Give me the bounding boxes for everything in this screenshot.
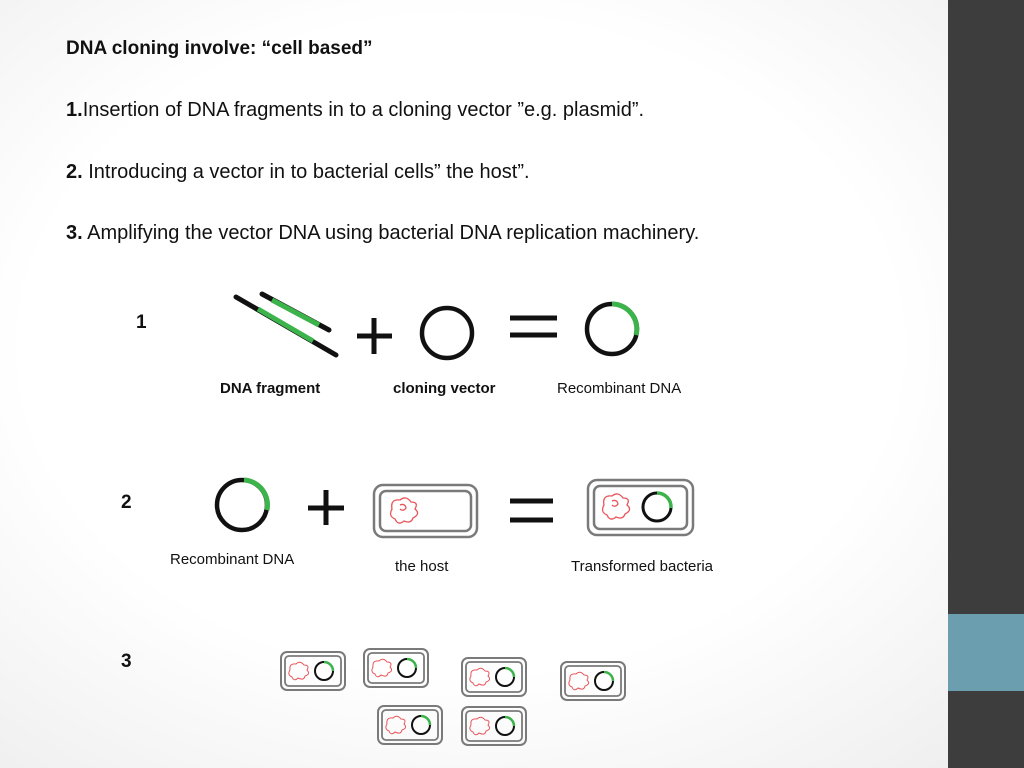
row-label-2: 2 <box>121 492 132 513</box>
cloning-vector-plasmid-icon <box>419 305 475 361</box>
step-3-number: 3. <box>66 222 83 244</box>
small-bacterium-icon <box>377 705 443 745</box>
small-bacterium-icon <box>461 657 527 697</box>
recombinant-plasmid-icon-row2 <box>214 477 270 533</box>
plus-sign-icon <box>357 318 392 354</box>
slide: DNA cloning involve: “cell based” 1.Inse… <box>66 38 714 746</box>
step-2-number: 2. <box>66 161 83 183</box>
step-2-text: Introducing a vector in to bacterial cel… <box>82 161 530 183</box>
small-bacterium-icon <box>560 661 626 701</box>
caption-the-host: the host <box>395 558 449 575</box>
small-bacterium-icon <box>280 651 346 691</box>
slide-title: DNA cloning involve: “cell based” <box>66 38 373 59</box>
caption-transformed-bacteria: Transformed bacteria <box>571 558 714 575</box>
small-bacterium-icon <box>363 648 429 688</box>
amplified-bacteria-group <box>280 648 626 746</box>
sidebar-accent-block <box>948 614 1024 691</box>
dna-fragment-icon <box>233 291 339 358</box>
row-label-1: 1 <box>136 312 147 333</box>
caption-recombinant-dna-2: Recombinant DNA <box>170 551 295 568</box>
host-bacterium-icon <box>372 483 479 539</box>
cloning-diagram <box>214 291 695 746</box>
step-3-text: Amplifying the vector DNA using bacteria… <box>82 222 700 244</box>
small-bacterium-icon <box>461 706 527 746</box>
transformed-bacterium-icon <box>586 478 695 537</box>
equals-sign-icon <box>510 315 557 338</box>
step-1: 1.Insertion of DNA fragments in to a clo… <box>66 99 644 122</box>
row-label-3: 3 <box>121 651 132 672</box>
recombinant-plasmid-icon <box>584 301 640 357</box>
caption-recombinant-dna-1: Recombinant DNA <box>557 380 682 397</box>
step-3: 3. Amplifying the vector DNA using bacte… <box>66 222 699 245</box>
plus-sign-icon-row2 <box>308 490 344 525</box>
caption-dna-fragment: DNA fragment <box>220 380 321 397</box>
caption-cloning-vector: cloning vector <box>393 380 496 397</box>
step-2: 2. Introducing a vector in to bacterial … <box>66 161 530 184</box>
equals-sign-icon-row2 <box>510 498 553 523</box>
step-1-text: Insertion of DNA fragments in to a cloni… <box>82 99 645 121</box>
step-1-number: 1. <box>66 99 83 121</box>
